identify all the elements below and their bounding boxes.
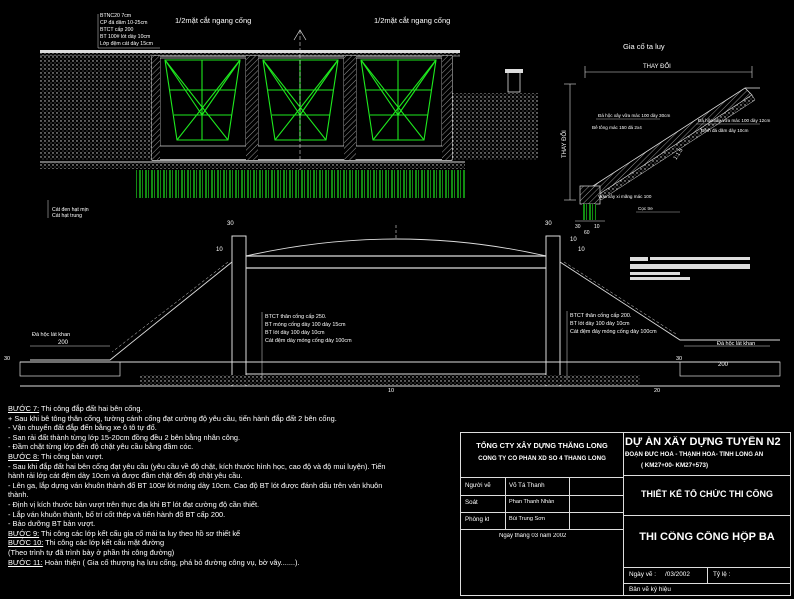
culvert-cell bbox=[355, 57, 443, 147]
note-line: - Sau khi đắp đất hai bên cống đạt yêu c… bbox=[8, 461, 386, 471]
dim-bottom-center: 10 bbox=[388, 388, 394, 394]
left-span: 200 bbox=[58, 340, 69, 346]
subsidiary-name: CÔNG TY CỔ PHẦN XD SỐ 4 THĂNG LONG bbox=[478, 455, 606, 462]
slope-note: Đá hộc xây vữa mác 100 dày 30cm bbox=[598, 113, 670, 118]
project-title: DỰ ÁN XÂY DỰNG TUYẾN N2 bbox=[625, 436, 781, 448]
right-span: 200 bbox=[718, 362, 729, 368]
note-line: BƯỚC 11: Hoàn thiện ( Gia cố thượng hạ l… bbox=[8, 557, 300, 567]
note-line: thành. bbox=[8, 490, 29, 500]
slope-title: Gia cố ta luy bbox=[623, 42, 665, 51]
left-ground: Đá hộc lát khan bbox=[32, 332, 70, 338]
note-line: BƯỚC 7: Thi công đắp đất hai bên cống. bbox=[8, 404, 143, 413]
role-label: Người vẽ bbox=[465, 482, 491, 489]
elevation: 30 30 10 10 10 200 200 Đá hộc lát khan Đ… bbox=[4, 221, 781, 394]
dim-bottom-right: 10 bbox=[594, 224, 600, 230]
cross-section: 1/2mặt cắt ngang cống 1/2mặt cắt ngang c… bbox=[40, 13, 538, 219]
dim-top-right: 30 bbox=[545, 221, 552, 227]
dim-right-small: 10 bbox=[570, 237, 577, 243]
note-line: - Đầm chặt từng lớp đến độ chặt yêu cầu … bbox=[8, 442, 194, 452]
note-line: - Định vị kích thước bản vượt trên thực … bbox=[8, 499, 260, 509]
note-line: BƯỚC 8: Thi công bản vượt. bbox=[8, 451, 104, 461]
note-line: - San rải đất thành từng lớp 15-20cm đồn… bbox=[8, 432, 241, 442]
project-km: ( KM27+00- KM27+573) bbox=[641, 462, 709, 469]
date-value: /03/2002 bbox=[665, 571, 690, 578]
note-line: hành rải lớp cát đệm dày 10cm và được đầ… bbox=[8, 471, 243, 481]
left-elev-note: Cát đệm dày móng cống dày 100cm bbox=[265, 338, 352, 344]
company-name: TỔNG CTY XÂY DỰNG THĂNG LONG bbox=[476, 441, 608, 450]
note-line: - Bảo dưỡng BT bản vượt. bbox=[8, 519, 96, 529]
slope-note: Đệm đá dăm dày 10cm bbox=[701, 128, 749, 133]
project-segment: ĐOẠN ĐỨC HOÀ - THẠNH HOÁ- TỈNH LONG AN bbox=[625, 451, 764, 458]
right-elev-note: BT lót dày 100 dày 10cm bbox=[570, 321, 630, 327]
layer-note: BTNC20 7cm bbox=[100, 13, 131, 19]
role-label: Soát bbox=[465, 499, 478, 506]
role-label: Phòng kt bbox=[465, 516, 490, 523]
note-line: BƯỚC 10: Thi công các lớp kết cấu mặt đư… bbox=[8, 538, 165, 548]
left-section-label: 1/2mặt cắt ngang cống bbox=[175, 16, 251, 25]
layer-note: BT 100# lót dày 10cm bbox=[100, 34, 150, 40]
layer-note: Lớp đệm cát dày 15cm bbox=[100, 41, 153, 47]
person-name: Bùi Trung Sơn bbox=[509, 516, 546, 522]
note-line: - Vận chuyển đất đắp đến bằng xe ô tô tự… bbox=[8, 423, 157, 433]
slope-note: Cọc tre bbox=[638, 206, 653, 211]
top-dim: THAY ĐỔI bbox=[643, 63, 671, 70]
person-name: Phan Thanh Nhàn bbox=[509, 499, 555, 505]
engineering-drawing: 1/2mặt cắt ngang cống 1/2mặt cắt ngang c… bbox=[4, 13, 781, 394]
slope-note: Đá hộc xây vữa mác 100 dày 12cm bbox=[698, 118, 770, 123]
layer-callouts: BTNC20 7cm CP đá dăm 10-25cm BTCT cấp 20… bbox=[97, 13, 160, 49]
note-line: (Theo trình tự đã trình bày ở phần thi c… bbox=[8, 547, 175, 557]
culvert-cell bbox=[257, 57, 345, 147]
note-line: - Lên ga, lắp dựng ván khuôn thành đổ BT… bbox=[8, 480, 383, 490]
sign-date: Ngày tháng 03 năm 2002 bbox=[499, 533, 567, 539]
left-elev-note: BT lót dày 100 dày 10cm bbox=[265, 330, 325, 336]
legend-block bbox=[630, 257, 750, 280]
slope-detail: Gia cố ta luy THAY ĐỔI THAY ĐỔI 30 10 60… bbox=[561, 42, 770, 280]
note-line: BƯỚC 9: Thi công các lớp kết cấu gia cố … bbox=[8, 528, 241, 538]
side-dim: THAY ĐỔI bbox=[561, 130, 568, 158]
ground-note: Cát đen hạt mịn bbox=[52, 207, 89, 213]
right-elev-note: Cát đệm đáy móng cống dày 100cm bbox=[570, 329, 657, 335]
ground-note: Cát hạt trung bbox=[52, 213, 82, 219]
drawing-title: THI CÔNG CỐNG HỘP BA bbox=[639, 531, 775, 543]
culvert-cell bbox=[159, 57, 247, 147]
note-line: - Lắp ván khuôn thành, bố trí cốt thép v… bbox=[8, 509, 226, 519]
right-elev-note: BTCT thân cống cấp 200. bbox=[570, 313, 631, 319]
layer-note: CP đá dăm 10-25cm bbox=[100, 20, 147, 26]
dim-bottom-width: 60 bbox=[584, 230, 590, 236]
construction-notes: BƯỚC 7: Thi công đắp đất hai bên cống. +… bbox=[8, 404, 456, 567]
symbol-label: Bản vẽ ký hiệu bbox=[629, 586, 671, 593]
slope-note: Vữa xây xi măng mác 100 bbox=[598, 194, 652, 199]
slope-note: Bê tông mác 150 đá 2x4 bbox=[592, 125, 642, 130]
dim-right-small: 10 bbox=[578, 247, 585, 253]
note-line: + Sau khi bê tông thân cống, tường cánh … bbox=[8, 413, 337, 423]
slope-ratio: 1:1.5 bbox=[673, 148, 685, 161]
left-elev-note: BT móng cống dày 100 dày 15cm bbox=[265, 322, 346, 328]
person-name: Võ Tá Thanh bbox=[509, 482, 545, 489]
title-block: TỔNG CTY XÂY DỰNG THĂNG LONG CÔNG TY CỔ … bbox=[460, 432, 791, 596]
bottom-right-dim: 20 bbox=[654, 388, 660, 394]
dim-left-small: 10 bbox=[216, 247, 223, 253]
dim-bottom-left: 30 bbox=[575, 224, 581, 230]
date-label: Ngày vẽ : bbox=[629, 571, 656, 578]
dim-top-left: 30 bbox=[227, 221, 234, 227]
scale-label: Tỷ lệ : bbox=[713, 571, 731, 578]
side-dim-right: 30 bbox=[676, 356, 682, 362]
design-title: THIẾT KẾ TỔ CHỨC THI CÔNG bbox=[641, 489, 773, 499]
right-section-label: 1/2mặt cắt ngang cống bbox=[374, 16, 450, 25]
right-ground: Đá hộc lát khan bbox=[717, 341, 755, 347]
layer-note: BTCT cấp 200 bbox=[100, 27, 133, 33]
left-elev-note: BTCT thân cống cấp 250. bbox=[265, 314, 326, 320]
side-dim-left: 30 bbox=[4, 356, 10, 362]
